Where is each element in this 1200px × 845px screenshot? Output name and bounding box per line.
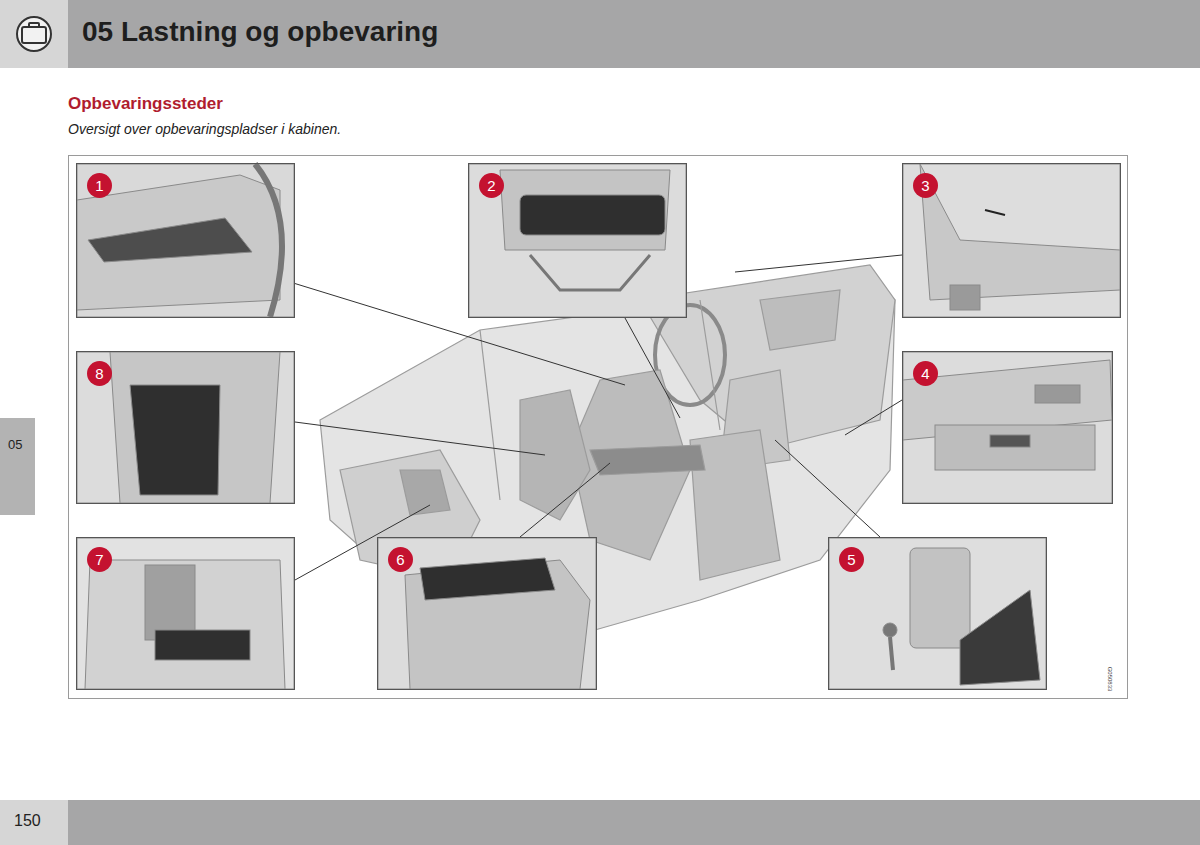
inset-panel: 2 <box>468 163 687 318</box>
figure-code: G050833 <box>1107 667 1113 692</box>
page-number: 150 <box>14 812 41 830</box>
page-number-box <box>0 800 68 845</box>
chapter-tab-number: 05 <box>8 437 22 452</box>
suitcase-icon <box>17 17 51 51</box>
chapter-tab <box>0 418 35 515</box>
inset-pictures <box>77 164 1120 689</box>
inset-panel: 8 <box>76 351 295 504</box>
inset-panel: 6 <box>377 537 597 690</box>
callout-number: 5 <box>839 547 864 572</box>
callout-number: 6 <box>388 547 413 572</box>
inset-panel: 5 <box>828 537 1047 690</box>
footer-bar <box>0 800 1200 845</box>
callout-number: 8 <box>87 361 112 386</box>
section-heading: Opbevaringssteder <box>68 94 223 114</box>
callout-number: 7 <box>87 547 112 572</box>
callout-number: 1 <box>87 173 112 198</box>
callout-number: 4 <box>913 361 938 386</box>
inset-panel: 3 <box>902 163 1121 318</box>
figure-frame <box>69 156 1128 699</box>
callout-number: 3 <box>913 173 938 198</box>
inset-panel: 1 <box>76 163 295 318</box>
chapter-header: 05 Lastning og opbevaring <box>82 16 438 48</box>
header-bar <box>0 0 1200 68</box>
section-subtitle: Oversigt over opbevaringspladser i kabin… <box>68 121 341 137</box>
callout-number: 2 <box>479 173 504 198</box>
inset-panel: 4 <box>902 351 1113 504</box>
header-icon-box <box>0 0 68 68</box>
inset-panel: 7 <box>76 537 295 690</box>
